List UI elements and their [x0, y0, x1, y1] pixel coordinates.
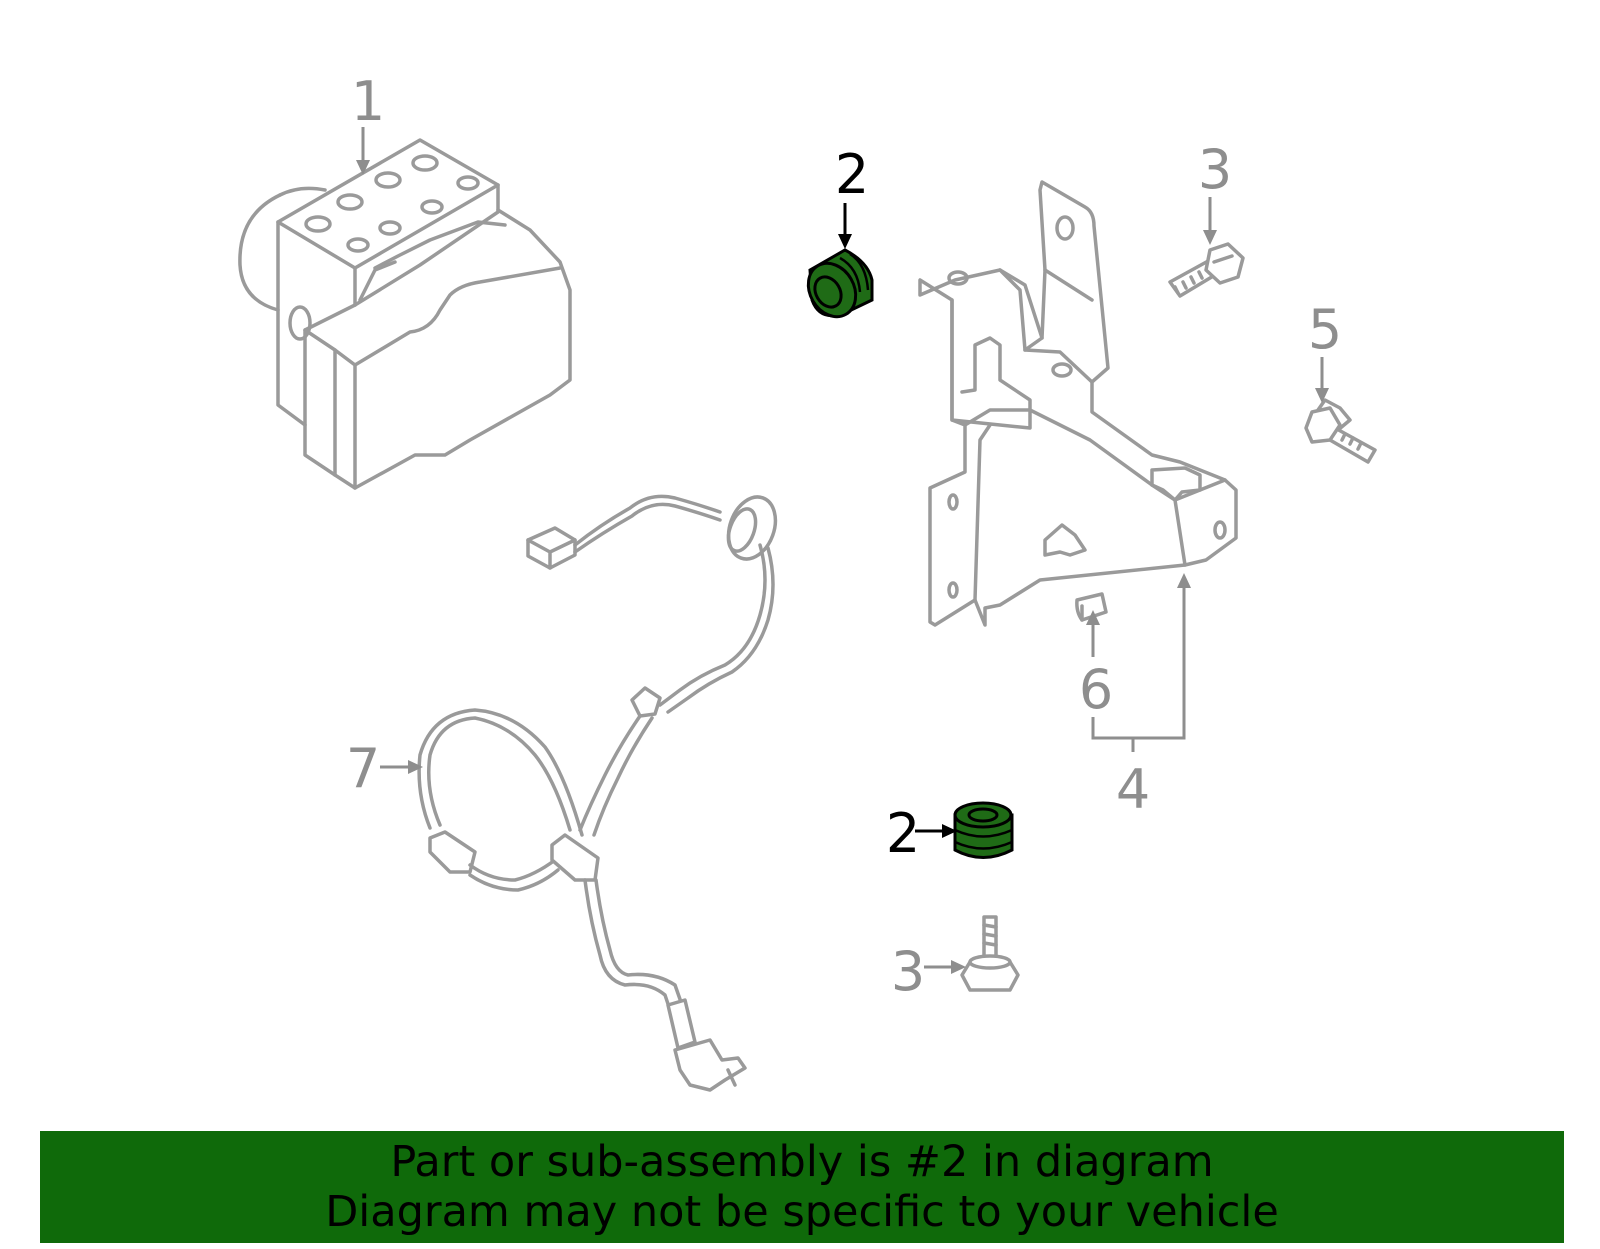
bolt-5-drawing: [1304, 398, 1377, 464]
leader-arrows: [356, 127, 1329, 974]
clip-drawing: [1075, 592, 1108, 622]
callout-2-upper: 2: [835, 143, 869, 206]
callout-2-lower: 2: [886, 802, 920, 865]
callout-3-lower: 3: [891, 940, 925, 1003]
callout-6: 6: [1079, 658, 1113, 721]
bolt-upper-drawing: [1168, 242, 1245, 298]
callout-4: 4: [1116, 758, 1150, 821]
sensor-harness-drawing: [417, 494, 778, 1092]
bolt-lower-drawing: [960, 915, 1020, 992]
banner-line-1: Part or sub-assembly is #2 in diagram: [390, 1137, 1214, 1187]
grommet-lower-highlight[interactable]: [953, 801, 1014, 859]
bracket-drawing: [918, 180, 1238, 627]
callout-5: 5: [1308, 298, 1342, 361]
callout-3-upper: 3: [1198, 138, 1232, 201]
banner-line-2: Diagram may not be specific to your vehi…: [325, 1187, 1279, 1237]
info-banner: Part or sub-assembly is #2 in diagram Di…: [40, 1131, 1564, 1243]
callout-1: 1: [351, 70, 385, 133]
grommet-upper-highlight[interactable]: [799, 248, 874, 325]
callout-7: 7: [346, 737, 380, 800]
abs-modulator-drawing: [238, 138, 572, 490]
